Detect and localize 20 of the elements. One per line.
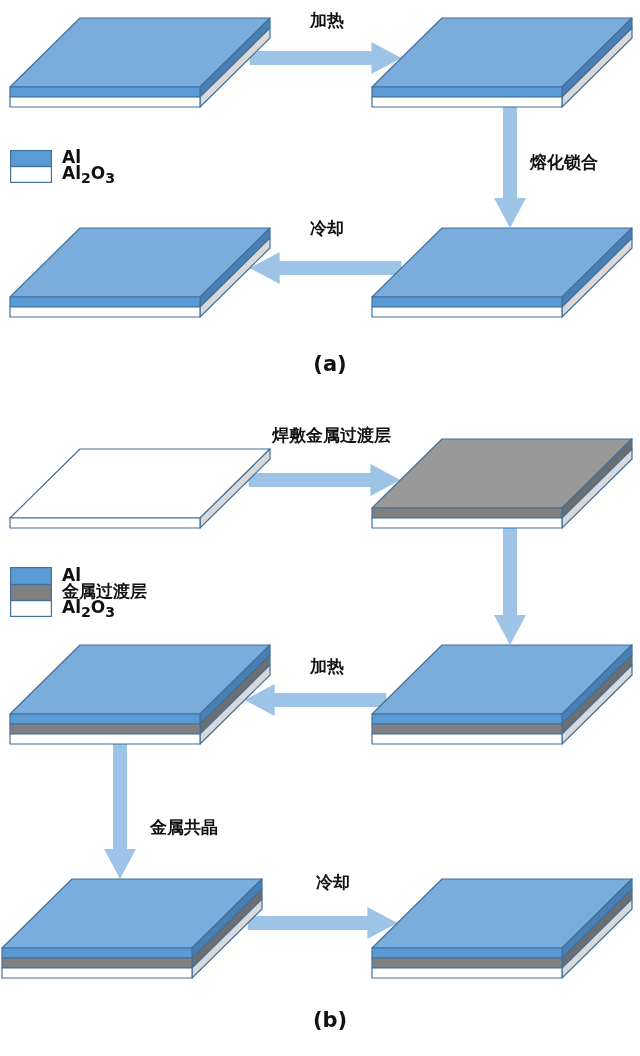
legend-label: Al$_{2}$O$_{3}$	[62, 165, 116, 186]
edge-label: 熔化锁合	[530, 152, 598, 173]
legend-label: Al	[62, 149, 81, 166]
edge-label: 加热	[310, 10, 344, 31]
block-arrow	[494, 528, 526, 645]
block-arrow	[247, 907, 398, 939]
edge-label: 冷却	[310, 218, 344, 239]
legend-label: Al	[62, 566, 81, 584]
block-arrow	[249, 252, 402, 284]
block-arrow	[248, 464, 401, 496]
edge-label: 焊敷金属过渡层	[272, 425, 391, 446]
block-arrow	[494, 107, 526, 228]
block-arrow	[249, 42, 402, 74]
edge-label: 金属共晶	[150, 817, 218, 838]
block-arrow	[104, 744, 136, 879]
block-arrow	[244, 684, 387, 716]
edge-label: 加热	[310, 656, 344, 677]
edge-label: 冷却	[316, 872, 350, 893]
legend-label: Al$_{2}$O$_{3}$	[62, 599, 116, 620]
legend-label: 金属过渡层	[62, 583, 147, 600]
